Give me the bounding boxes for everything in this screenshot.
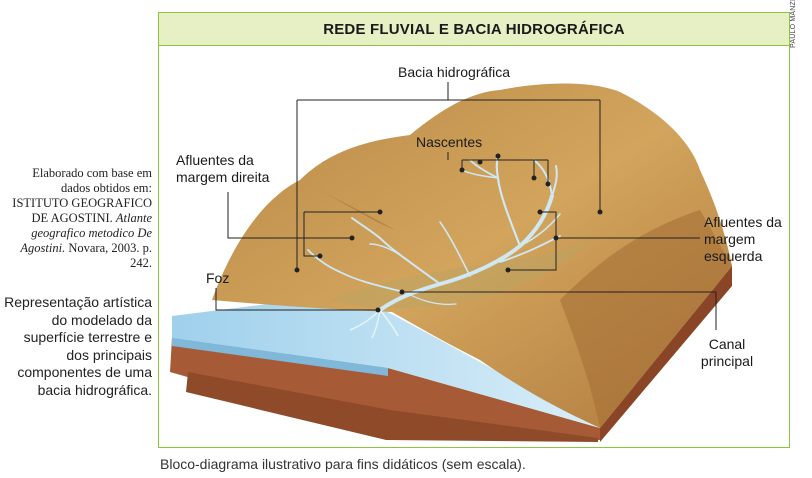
label-afluentes-margem-esquerda: Afluentes da margem esquerda — [704, 214, 782, 264]
label-canal-principal: Canal principal — [700, 336, 754, 369]
source-note-prefix: Elaborado com base em dados obtidos em: … — [12, 166, 152, 225]
source-note: Elaborado com base em dados obtidos em: … — [4, 166, 152, 271]
leader-lines — [215, 82, 717, 330]
block-front-soil — [186, 372, 598, 442]
block-right-face — [600, 266, 732, 442]
sea-edge — [172, 338, 388, 376]
source-note-suffix: Novara, 2003. p. 242. — [68, 241, 152, 270]
river-network — [307, 154, 561, 312]
source-note-work: Atlante geografico metodico De Agostini. — [20, 211, 152, 255]
side-caption: Representação artística do modelado da s… — [4, 294, 152, 398]
ridge-shading-2 — [300, 180, 395, 230]
label-nascentes: Nascentes — [416, 134, 483, 150]
label-foz: Foz — [206, 270, 230, 286]
valley-green — [330, 240, 590, 309]
diagram-title: REDE FLUVIAL E BACIA HIDROGRÁFICA — [159, 13, 789, 46]
sea — [172, 300, 600, 428]
diagram-footnote: Bloco-diagrama ilustrativo para fins did… — [160, 456, 526, 472]
block-front-face — [170, 338, 600, 440]
label-bacia-hidrografica: Bacia hidrográfica — [398, 64, 511, 80]
label-afluentes-margem-direita: Afluentes da margem direita — [176, 152, 270, 185]
ridge-shading — [560, 210, 732, 428]
leader-dots — [294, 153, 603, 313]
